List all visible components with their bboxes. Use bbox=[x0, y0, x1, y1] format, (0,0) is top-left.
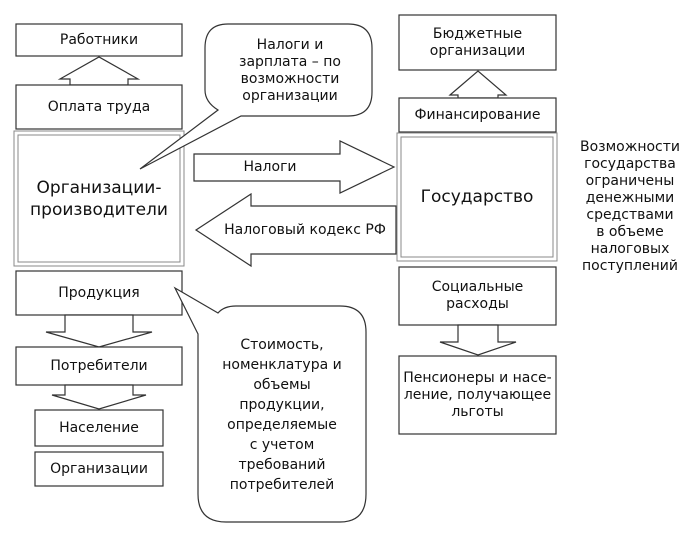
pensioners-box bbox=[398, 355, 557, 435]
arrow-products-to-consumers bbox=[45, 314, 153, 348]
node-budget-orgs: Бюджетные организации bbox=[429, 25, 526, 59]
side-note: Возможности государства ограничены денеж… bbox=[579, 139, 681, 274]
node-labor-pay: Оплата труда bbox=[47, 98, 151, 115]
callout-top-bubble bbox=[139, 23, 373, 170]
node-state: Государство bbox=[420, 187, 534, 207]
node-financing: Финансирование bbox=[414, 106, 541, 123]
arrow-label-tax-code: Налоговый кодекс РФ bbox=[224, 221, 386, 238]
producers-box bbox=[17, 134, 181, 263]
organizations-box bbox=[34, 451, 164, 487]
node-products: Продукция bbox=[58, 284, 140, 301]
node-workers: Работники bbox=[59, 31, 139, 48]
node-population: Население bbox=[59, 419, 139, 436]
state-box bbox=[400, 136, 554, 258]
labor-pay-box bbox=[15, 84, 183, 130]
arrow-label-taxes: Налоги bbox=[243, 159, 297, 175]
population-box bbox=[34, 409, 164, 447]
workers-box bbox=[15, 23, 183, 57]
callout-top-text: Налоги и зарплата – по возможности орган… bbox=[239, 37, 341, 104]
arrow-up-to-budget bbox=[448, 70, 508, 99]
tax-code-arrow bbox=[194, 192, 397, 268]
callout-bottom-bubble bbox=[173, 286, 367, 523]
budget-orgs-box bbox=[398, 14, 557, 71]
arrow-consumers-to-population bbox=[51, 384, 147, 410]
financing-box bbox=[398, 97, 557, 133]
node-producers: Организации- производители bbox=[30, 177, 168, 220]
node-pensioners: Пенсионеры и насе- ление, получающее льг… bbox=[403, 369, 552, 420]
taxes-arrow bbox=[193, 140, 396, 194]
node-social: Социальные расходы bbox=[431, 279, 524, 312]
arrow-up-to-workers bbox=[57, 56, 141, 86]
node-organizations: Организации bbox=[50, 460, 148, 477]
arrow-social-to-pensioners bbox=[439, 324, 517, 356]
node-consumers: Потребители bbox=[50, 357, 148, 374]
callout-bottom-text: Стоимость, номенклатура и объемы продукц… bbox=[222, 337, 342, 493]
